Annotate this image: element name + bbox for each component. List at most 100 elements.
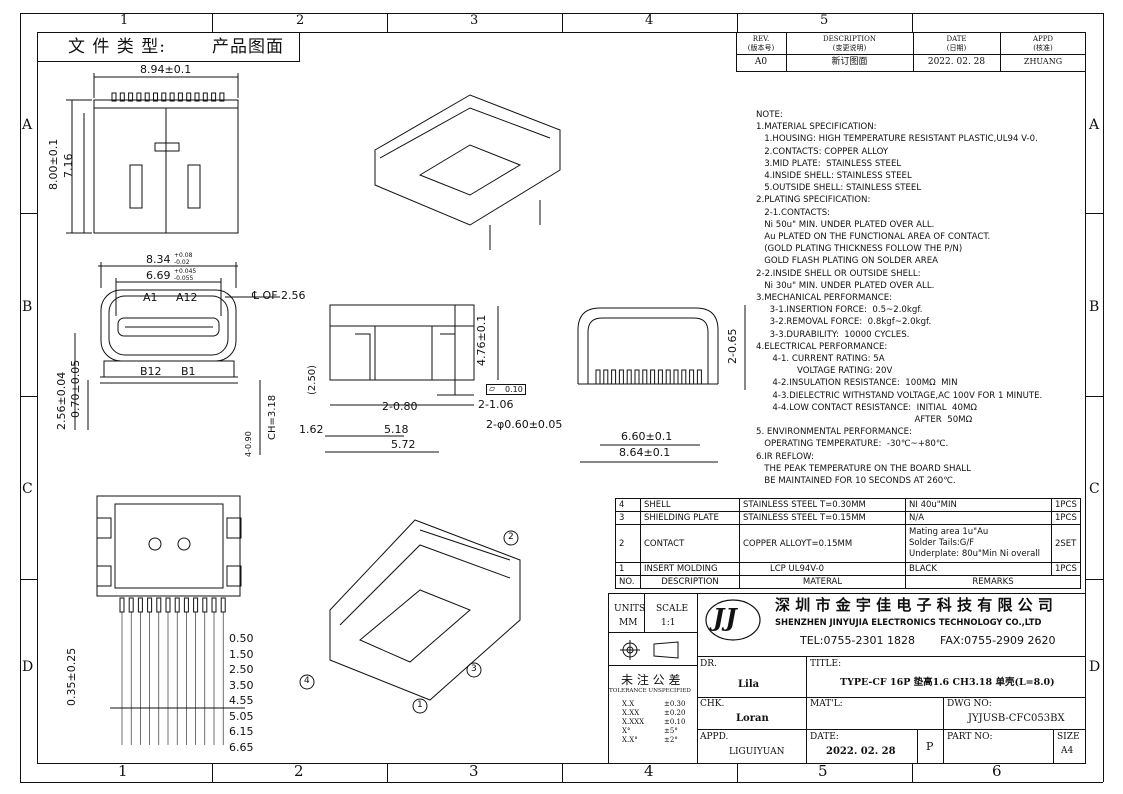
size-label: SIZE [1057,732,1080,742]
bom-header-desc: DESCRIPTION [640,575,740,589]
bom-rem: NI 40u"MIN [905,498,1052,512]
outer-bottom-border [20,782,1103,783]
note-line: 2-2.INSIDE SHELL OR OUTSIDE SHELL: [756,268,921,279]
top-pin [128,92,134,102]
pitch-dimension: 4.55 [229,694,254,707]
top-pin [202,92,208,102]
zone-bottom-6: 6 [992,762,1002,780]
date-header-en: DATE [946,35,967,43]
rear-pin [673,369,679,385]
bom-mat: STAINLESS STEEL T=0.15MM [739,511,906,525]
bom-no: 3 [615,511,641,525]
zone-top-1: 1 [120,13,129,28]
doc-type-value: 产品图面 [212,37,284,57]
top-view [66,73,239,234]
footprint-pad [156,597,162,613]
tolerance-key: X.XX [622,709,640,717]
bom-rem: Mating area 1u"Au Solder Tails:G/F Under… [905,524,1052,563]
outer-top-border [20,13,1103,14]
rear-pin [696,369,702,385]
rev-value: A0 [754,57,768,67]
tolerance-value: ±2° [664,736,678,744]
chk-value: Loran [736,713,769,724]
bom-mat: LCP UL94V-0 [739,562,906,576]
bom-rem-line: Mating area 1u"Au [909,527,989,537]
note-line: 4.ELECTRICAL PERFORMANCE: [756,341,888,352]
note-line: NOTE: [756,110,783,120]
dim-ch: CH=3.18 [267,394,278,440]
rev-header-cn: (版本号) [747,44,775,52]
doc-type-label: 文 件 类 型: [68,37,166,57]
flatness-value: 0.10 [505,385,523,394]
footprint-pad [220,597,226,613]
zone-right-a: A [1089,117,1100,133]
zone-right-b: B [1089,299,1100,315]
doc-type-box [37,32,300,62]
dim-162: 1.62 [299,423,324,436]
top-pin [161,92,167,102]
zone-bottom-5: 5 [818,762,828,780]
desc-header-cn: (变更说明) [832,44,867,52]
dim-centerline: ℄ OF 2.56 [252,289,306,302]
note-line: 2.CONTACTS: COPPER ALLOY [756,146,889,157]
rear-pin [626,369,632,385]
dim-left-716: 7.16 [62,153,75,179]
zone-top-5: 5 [820,13,829,28]
note-line: 3-1.INSERTION FORCE: 0.5~2.0kgf. [756,305,923,316]
note-line: 4-2.INSULATION RESISTANCE: 100MΩ MIN [756,378,958,389]
bom-no: 4 [615,498,641,512]
dim-2080: 2-0.80 [382,400,418,413]
rev-desc-value: 新订图面 [831,57,868,67]
dim-669: 6.69 [146,269,171,282]
note-line: 1.MATERIAL SPECIFICATION: [756,122,877,133]
rev-date-value: 2022. 02. 28 [927,57,986,67]
bom-desc: INSERT MOLDING [640,562,740,576]
pitch-dimension: 2.50 [229,663,254,676]
note-line: (GOLD PLATING THICKNESS FOLLOW THE P/N) [756,244,963,255]
zone-bottom-3: 3 [469,762,479,780]
note-line: Ni 30u" MIN. UNDER PLATED OVER ALL. [756,280,935,291]
bom-row: 3 SHIELDING PLATE STAINLESS STEEL T=0.15… [615,511,1081,525]
date-value: 2022. 02. 28 [826,746,896,757]
note-line: 3.MID PLATE: STAINLESS STEEL [756,158,902,169]
bom-qty: 1PCS [1051,498,1081,512]
footprint-pad [211,597,217,613]
zone-bottom-4: 4 [644,762,654,780]
footprint-pad [147,597,153,613]
side-view [325,304,499,453]
footprint-pad [119,597,125,613]
title-value: TYPE-CF 16P 垫高1.6 CH3.18 单壳(L=8.0) [840,677,1055,688]
note-line: 4-4.LOW CONTACT RESISTANCE: INITIAL 40MΩ [756,402,977,413]
note-line: GOLD FLASH PLATING ON SOLDER AREA [756,256,939,267]
top-pin [169,92,175,102]
note-line: 4.INSIDE SHELL: STAINLESS STEEL [756,171,912,182]
dim-256: 2.56±0.04 [55,371,68,430]
tolerance-title-en: TOLERANCE UNSPECIFIED [609,688,691,694]
chk-label: CHK. [700,699,725,709]
company-fax: FAX:0755-2909 2620 [940,634,1056,647]
bom-header-row: NO. DESCRIPTION MATERAL REMARKS [615,575,1081,589]
footprint-pad [165,597,171,613]
iso-view-bottom [329,519,521,701]
label-b12: B12 [140,365,162,378]
pitch-dimension: 5.05 [229,709,254,723]
note-line: THE PEAK TEMPERATURE ON THE BOARD SHALL [756,463,971,474]
dim-834-dn: -0.02 [174,259,190,266]
bom-rem-line: Underplate: 80u"Min Ni overall [909,549,1041,559]
balloon-2: 2 [508,532,514,542]
balloon-3: 3 [471,664,477,674]
note-line: 3-3.DURABILITY: 10000 CYCLES. [756,329,910,340]
matl-label: MAT'L: [810,699,843,709]
note-line: 6.IR REFLOW: [756,451,814,462]
dim-572: 5.72 [391,438,416,451]
dim-2065: 2-0.65 [726,328,739,364]
zone-left-c: C [22,481,33,497]
logo-text: JJ [713,603,738,632]
pitch-dimension: 0.50 [229,632,254,645]
dim-660: 6.60±0.1 [621,430,673,443]
date-label: DATE: [810,732,839,742]
footprint-pad [128,597,134,613]
bom-header-rem: REMARKS [905,575,1081,589]
bom-qty: 2SET [1051,524,1081,563]
note-line: BE MAINTAINED FOR 10 SECONDS AT 260℃. [756,476,956,487]
